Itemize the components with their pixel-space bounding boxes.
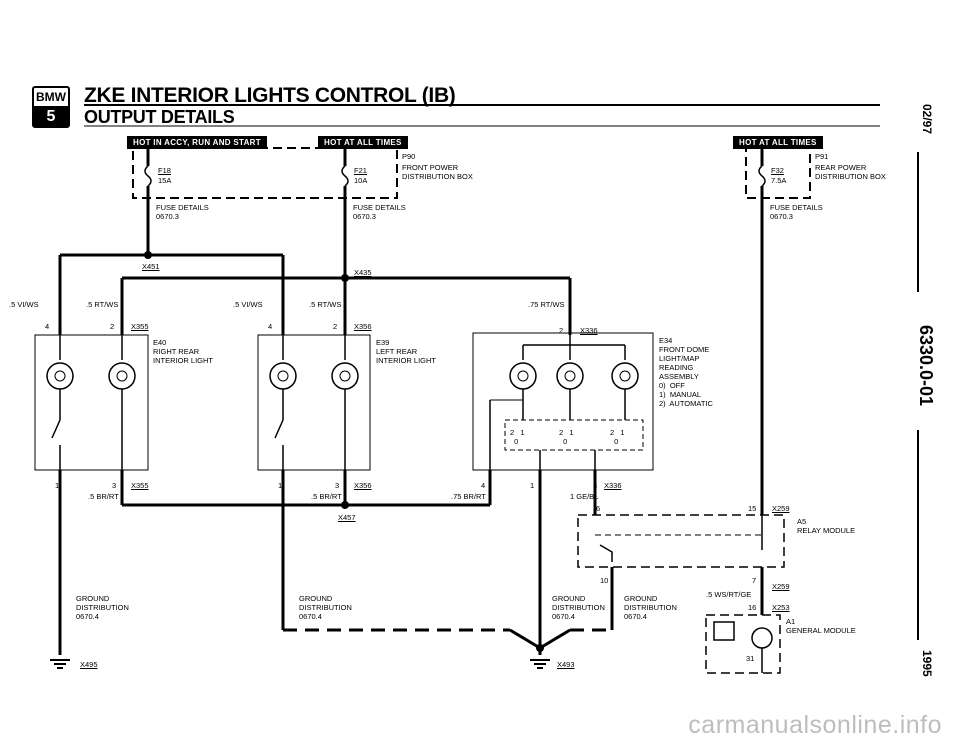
- pin-e40-1: 1: [55, 481, 60, 490]
- connector-x336-top: X336: [580, 326, 598, 335]
- fuse-f18-name: F18: [158, 166, 171, 175]
- component-e39: E39 LEFT REAR INTERIOR LIGHT: [376, 338, 437, 365]
- fuse-f32-name: F32: [771, 166, 784, 175]
- pin-e40-4: 4: [45, 322, 50, 331]
- fuse-details-ref-3: FUSE DETAILS 0670.3: [770, 203, 823, 221]
- pin-a5-15: 15: [748, 504, 757, 513]
- wire-label-w1: .5 VI/WS: [9, 300, 39, 309]
- banner-hot-always-rear: HOT AT ALL TIMES: [733, 136, 823, 149]
- pin-e34-2: 2: [559, 326, 564, 335]
- ground-distribution-1: GROUND DISTRIBUTION 0670.4: [76, 594, 129, 621]
- wire-label-w3: .5 VI/WS: [233, 300, 263, 309]
- ground-distribution-4: GROUND DISTRIBUTION 0670.4: [624, 594, 677, 621]
- pin-a1-16: 16: [748, 603, 757, 612]
- connector-x356-top: X356: [354, 322, 372, 331]
- connector-x336-bottom: X336: [604, 481, 622, 490]
- ground-distribution-2: GROUND DISTRIBUTION 0670.4: [299, 594, 352, 621]
- connector-x355-bottom: X355: [131, 481, 149, 490]
- watermark: carmanualsonline.info: [688, 711, 942, 739]
- side-year: 1995: [920, 650, 934, 677]
- component-e40: E40 RIGHT REAR INTERIOR LIGHT: [153, 338, 214, 365]
- component-a1: A1 GENERAL MODULE: [786, 617, 856, 635]
- wire-label-w2: .5 RT/WS: [86, 300, 119, 309]
- connector-x356-bottom: X356: [354, 481, 372, 490]
- bmw-logo: BMW 5: [32, 86, 70, 128]
- pin-e40-2: 2: [110, 322, 115, 331]
- connector-x253: X253: [772, 603, 790, 612]
- logo-top-label: BMW: [34, 88, 68, 108]
- pin-e39-4: 4: [268, 322, 273, 331]
- wire-label-w10: .5 WS/RT/GE: [706, 590, 752, 599]
- pin-e40-3: 3: [112, 481, 117, 490]
- fuse-details-ref-1: FUSE DETAILS 0670.3: [156, 203, 209, 221]
- pin-a1-31: 31: [746, 654, 755, 663]
- fuse-f32-rating: 7.5A: [771, 176, 787, 185]
- connector-x355-top: X355: [131, 322, 149, 331]
- component-a5: A5 RELAY MODULE: [797, 517, 856, 535]
- fuse-details-ref-2: FUSE DETAILS 0670.3: [353, 203, 406, 221]
- switch-positions-1: 2 1 0: [510, 428, 525, 446]
- wire-label-w6: .5 BR/RT: [88, 492, 119, 501]
- ground-x495: X495: [80, 660, 98, 669]
- wire-label-w7: .5 BR/RT: [311, 492, 342, 501]
- pin-e34-1: 1: [530, 481, 535, 490]
- pin-a5-6: 6: [596, 504, 601, 513]
- page-title: ZKE INTERIOR LIGHTS CONTROL (IB): [84, 84, 456, 107]
- p90-label: P90: [402, 152, 416, 161]
- p91-label: P91: [815, 152, 829, 161]
- wire-label-w4: .5 RT/WS: [309, 300, 342, 309]
- connector-x259-bottom: X259: [772, 582, 790, 591]
- ground-distribution-3: GROUND DISTRIBUTION 0670.4: [552, 594, 605, 621]
- pin-e39-2: 2: [333, 322, 338, 331]
- wire-label-w5: .75 RT/WS: [528, 300, 565, 309]
- pin-e39-3: 3: [335, 481, 340, 490]
- page-subtitle: OUTPUT DETAILS: [84, 107, 235, 127]
- connector-x451: X451: [142, 262, 160, 271]
- pin-e34-3: 3: [593, 481, 598, 490]
- connector-x435: X435: [354, 268, 372, 277]
- logo-bottom-label: 5: [34, 108, 68, 126]
- fuse-f21-rating: 10A: [354, 176, 368, 185]
- side-date: 02/97: [920, 104, 934, 135]
- side-code: 6330.0-01: [916, 325, 936, 407]
- pin-a5-10: 10: [600, 576, 609, 585]
- banner-hot-accy: HOT IN ACCY, RUN AND START: [127, 136, 267, 149]
- pin-a5-7: 7: [752, 576, 757, 585]
- pin-e39-1: 1: [278, 481, 283, 490]
- switch-positions-3: 2 1 0: [610, 428, 625, 446]
- pin-e34-4: 4: [481, 481, 486, 490]
- wire-label-w9: 1 GE/BL: [570, 492, 599, 501]
- wire-label-w8: .75 BR/RT: [451, 492, 486, 501]
- banner-hot-always-front: HOT AT ALL TIMES: [318, 136, 408, 149]
- ground-x493: X493: [557, 660, 575, 669]
- connector-x457: X457: [338, 513, 356, 522]
- fuse-f18-rating: 15A: [158, 176, 172, 185]
- fuse-f21-name: F21: [354, 166, 367, 175]
- switch-positions-2: 2 1 0: [559, 428, 574, 446]
- connector-x259-top: X259: [772, 504, 790, 513]
- component-e34: E34 FRONT DOME LIGHT/MAP READING ASSEMBL…: [659, 336, 713, 408]
- p90-description: FRONT POWER DISTRIBUTION BOX: [402, 163, 473, 181]
- p91-description: REAR POWER DISTRIBUTION BOX: [815, 163, 886, 181]
